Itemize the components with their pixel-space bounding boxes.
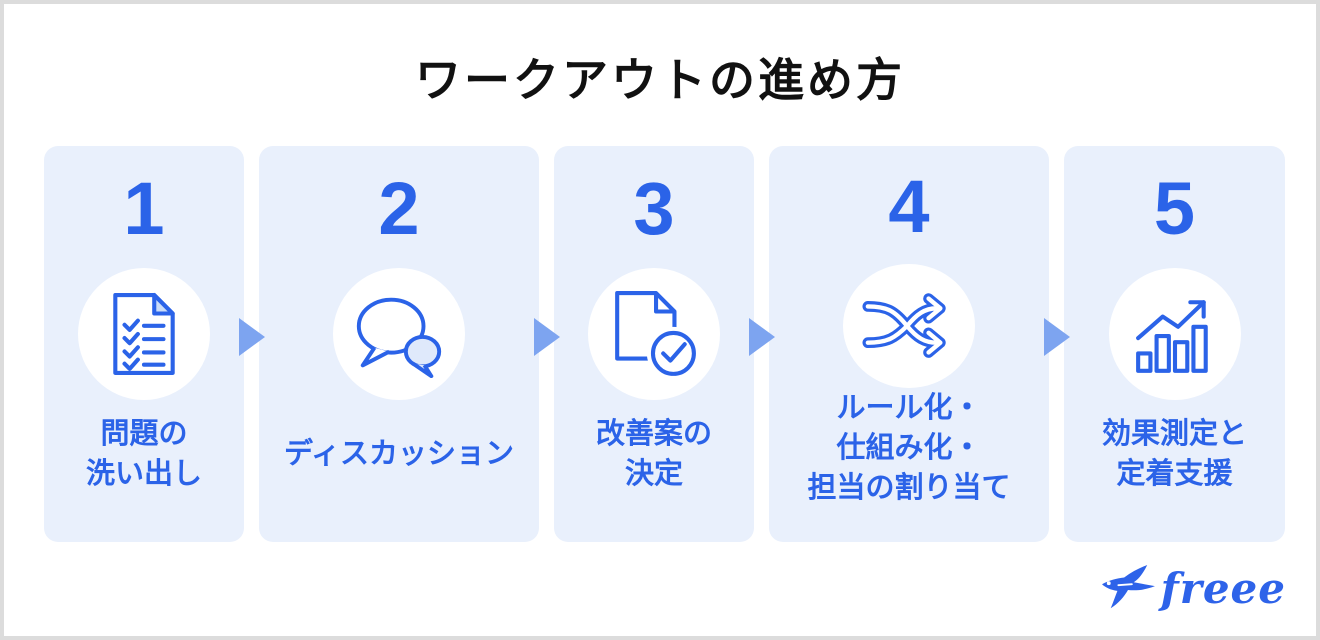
document-check-icon	[615, 291, 699, 378]
step-gap	[1043, 146, 1070, 542]
step-number: 3	[633, 167, 675, 250]
bar-chart-growth-icon	[1135, 300, 1208, 373]
step-label-wrap: ディスカッション	[259, 400, 539, 542]
step-card-3: 3 改善案の 決定	[554, 146, 754, 542]
step-card-2: 2 ディスカッション	[259, 146, 539, 542]
swallow-bird-icon	[1101, 564, 1155, 609]
step-label: 改善案の 決定	[595, 417, 712, 490]
step-label-wrap: ルール化・ 仕組み化・ 担当の割り当て	[769, 388, 1049, 542]
step-card-4: 4 ルール	[769, 146, 1049, 542]
step-number: 4	[888, 165, 930, 248]
step-icon-circle	[1108, 268, 1241, 400]
shuffle-arrows-icon	[862, 293, 946, 358]
page-title: ワークアウトの進め方	[415, 54, 905, 106]
arrow-right-icon	[748, 318, 775, 356]
step-icon-circle	[333, 268, 465, 400]
step-label-wrap: 効果測定と 定着支援	[1064, 400, 1285, 542]
speech-bubbles-icon	[356, 297, 442, 378]
step-icon-circle	[843, 264, 975, 388]
arrow-right-icon	[1043, 318, 1070, 356]
step-label: ルール化・ 仕組み化・ 担当の割り当て	[807, 391, 1011, 504]
step-label-wrap: 改善案の 決定	[554, 400, 754, 542]
step-label: 効果測定と 定着支援	[1101, 417, 1247, 490]
checklist-document-icon	[113, 293, 175, 375]
step-number: 2	[378, 167, 420, 250]
step-label: ディスカッション	[284, 437, 514, 470]
steps-row: 1 問題の 洗い出し	[44, 146, 1285, 542]
step-label: 問題の 洗い出し	[85, 417, 202, 490]
step-card-5: 5 効果測定と 定着支援	[1064, 146, 1285, 542]
step-gap	[748, 146, 775, 542]
step-icon-circle	[588, 268, 720, 400]
arrow-right-icon	[238, 318, 265, 356]
freee-logo: freee	[1099, 564, 1286, 614]
step-gap	[533, 146, 560, 542]
arrow-right-icon	[533, 318, 560, 356]
step-gap	[238, 146, 265, 542]
step-icon-circle	[78, 268, 210, 400]
step-label-wrap: 問題の 洗い出し	[44, 400, 244, 542]
freee-wordmark: freee	[1160, 564, 1286, 613]
step-number: 1	[123, 167, 165, 250]
step-card-1: 1 問題の 洗い出し	[44, 146, 244, 542]
step-number: 5	[1153, 167, 1196, 250]
